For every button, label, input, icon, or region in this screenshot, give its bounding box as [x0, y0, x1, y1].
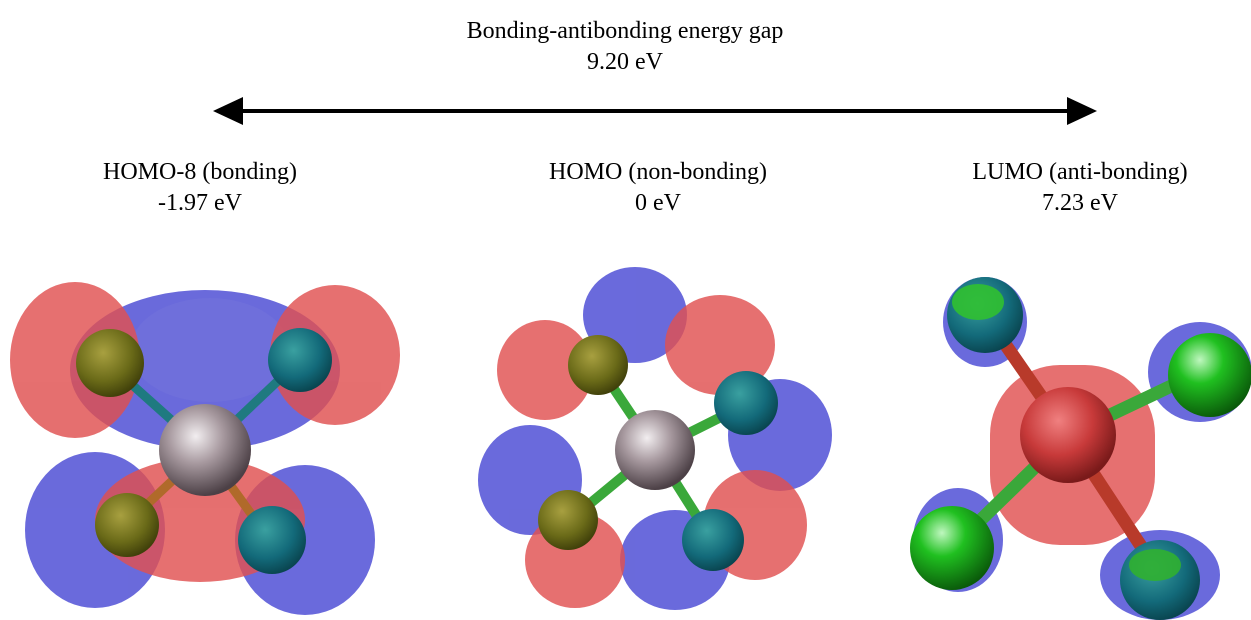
ligand-atom	[910, 506, 994, 590]
energy-gap-title: Bonding-antibonding energy gap	[466, 18, 784, 44]
orbital-name: HOMO (non-bonding)	[549, 159, 767, 185]
homo-8-orbital	[10, 282, 400, 615]
ligand-atom	[682, 509, 744, 571]
orbital-energy: 0 eV	[635, 190, 681, 216]
orbital-energy: 7.23 eV	[1042, 190, 1118, 216]
ligand-atom	[268, 328, 332, 392]
orbital-label-middle: HOMO (non-bonding) 0 eV	[508, 157, 808, 219]
ligand-atom	[76, 329, 144, 397]
ligand-atom	[538, 490, 598, 550]
center-atom	[1020, 387, 1116, 483]
ligand-atom	[714, 371, 778, 435]
negative-lobes	[25, 290, 375, 615]
ligand-atom	[238, 506, 306, 574]
energy-gap-value: 9.20 eV	[587, 49, 663, 75]
orbital-energy: -1.97 eV	[158, 190, 242, 216]
ligand-atom	[95, 493, 159, 557]
energy-gap-arrow	[213, 97, 1097, 125]
center-atom	[615, 410, 695, 490]
orbital-name: LUMO (anti-bonding)	[972, 159, 1188, 185]
center-atom	[159, 404, 251, 496]
orbital-label-right: LUMO (anti-bonding) 7.23 eV	[930, 157, 1230, 219]
orbital-label-left: HOMO-8 (bonding) -1.97 eV	[50, 157, 350, 219]
homo-orbital	[478, 267, 832, 610]
ligand-atom	[568, 335, 628, 395]
energy-gap-label: Bonding-antibonding energy gap 9.20 eV	[425, 16, 825, 78]
lumo-orbital	[910, 277, 1251, 620]
ligand-atom	[1168, 333, 1251, 417]
orbital-name: HOMO-8 (bonding)	[103, 159, 297, 185]
